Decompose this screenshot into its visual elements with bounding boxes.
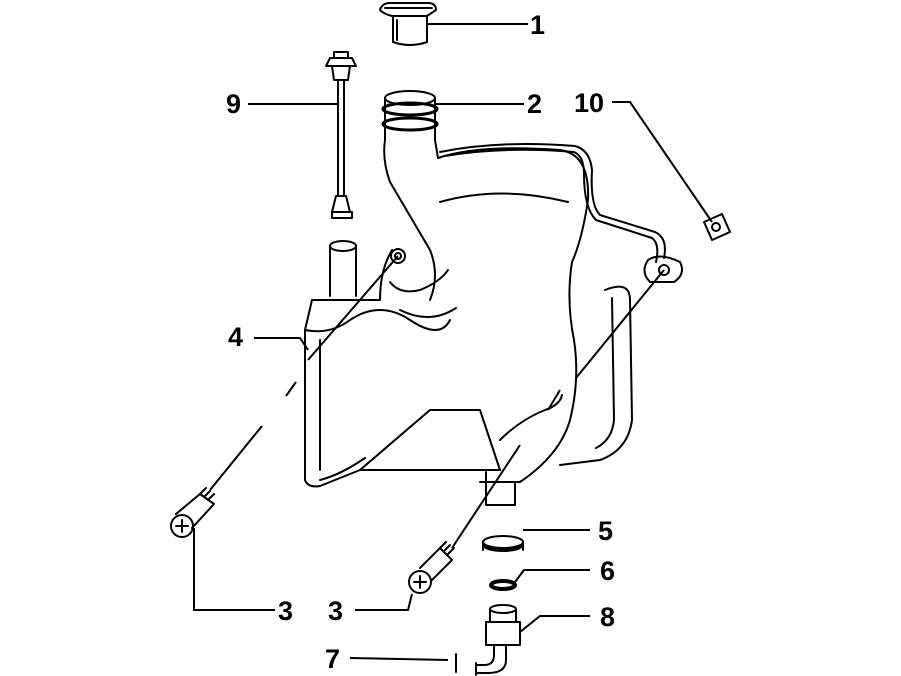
callout-2: 2 [527, 89, 542, 119]
part-seal-cap [482, 535, 524, 552]
callout-10: 10 [574, 88, 604, 118]
part-fuel-tank [304, 139, 683, 506]
callout-1: 1 [530, 10, 545, 40]
part-outlet-fitting [475, 604, 521, 676]
callout-labels: 1 2 3 3 4 5 6 7 8 9 10 [226, 10, 615, 674]
part-o-ring [489, 579, 517, 591]
leader-lines [193, 23, 713, 661]
part-filler-cap [379, 2, 437, 46]
callout-4: 4 [228, 322, 243, 352]
callout-6: 6 [600, 556, 615, 586]
callout-9: 9 [226, 89, 241, 119]
part-bolt-right [408, 541, 455, 594]
callout-5: 5 [598, 516, 613, 546]
callout-3-left: 3 [278, 596, 293, 626]
part-level-sender [325, 51, 357, 219]
callout-8: 8 [600, 602, 615, 632]
part-grommet [703, 213, 731, 241]
part-bolt-left [170, 487, 215, 538]
assembly-lines [209, 255, 665, 549]
part-filler-neck [381, 90, 439, 141]
callout-3-right: 3 [328, 596, 343, 626]
callout-7: 7 [325, 644, 340, 674]
